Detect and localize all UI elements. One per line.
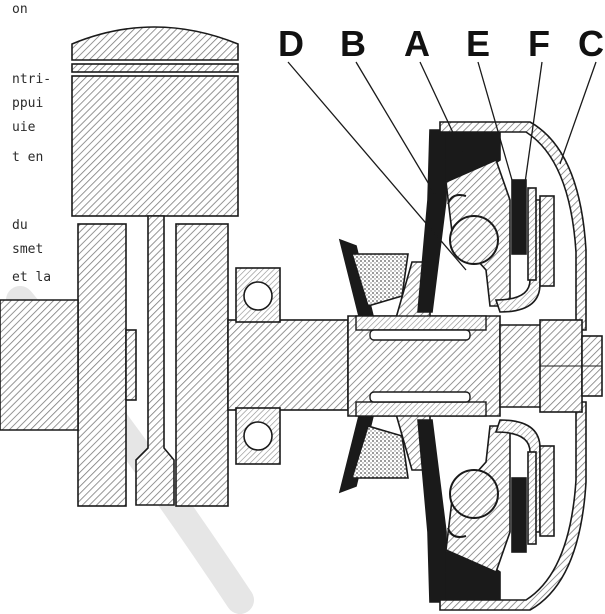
callout-letter-a: A [404,23,430,64]
centrifugal-rollers [447,194,499,538]
text-fragment: ppui [12,96,44,111]
callout-letter-d: D [278,23,304,64]
clutch-plates [494,179,555,553]
crankshaft-webs [77,223,229,507]
callout-letter-f: F [528,23,550,64]
text-fragment: uie [12,120,36,135]
connecting-rod [135,215,175,506]
text-fragment: ntri- [12,72,52,87]
hub-nut [539,319,603,413]
piston [71,26,239,217]
text-fragment: t en [12,150,44,165]
callout-letter-e: E [466,23,491,64]
text-fragment: du [12,218,28,233]
callout-letter-c: C [578,23,604,64]
leader-lines [287,61,597,271]
needle-bushing [355,315,487,417]
text-fragment: et la [12,270,52,285]
text-fragment: on [12,2,28,17]
text-fragment: smet [12,242,44,257]
callout-letter-b: B [340,23,366,64]
ball-bearing [235,267,281,465]
